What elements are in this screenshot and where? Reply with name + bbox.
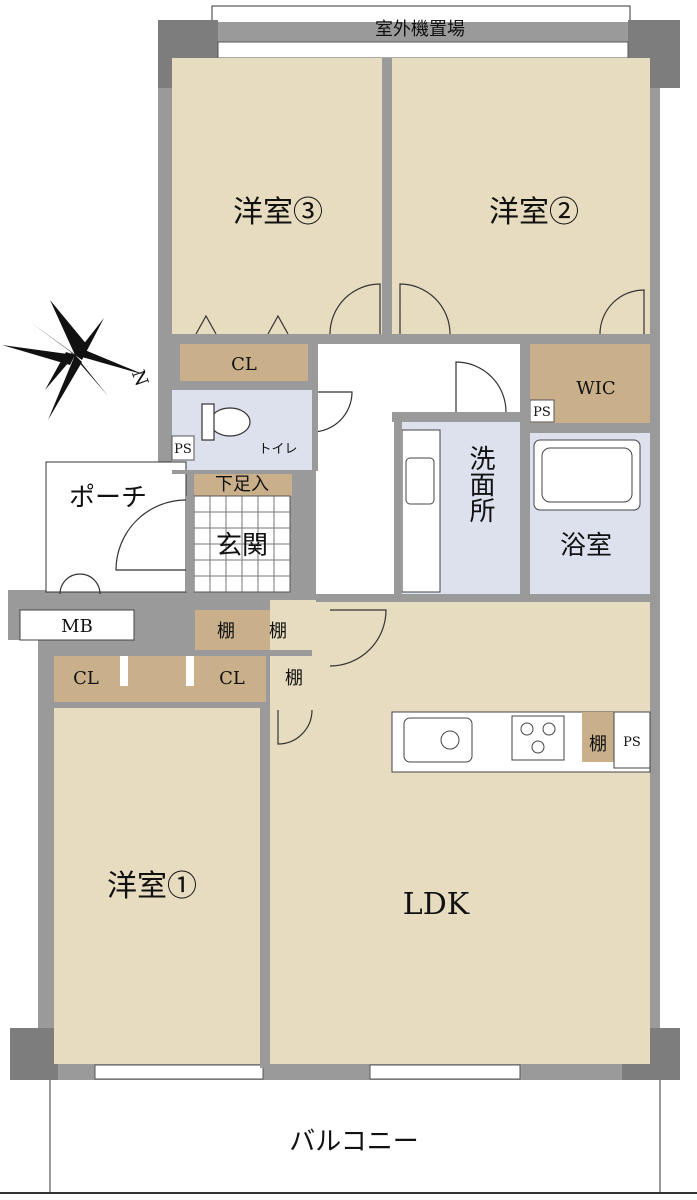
interior-walls (48, 58, 650, 1068)
window-bottom-right (369, 1064, 521, 1080)
ldk-label: LDK (403, 887, 470, 922)
room3-label: 洋室③ (233, 195, 323, 230)
kitchen-shelf (582, 712, 614, 762)
shelf-label-1: 棚 (217, 621, 235, 642)
door-swings (59, 283, 645, 745)
closet-room3 (180, 343, 308, 381)
porch (45, 461, 187, 593)
mb-label: MB (61, 616, 93, 637)
balcony-label: バルコニー (289, 1127, 418, 1157)
ps-toilet (171, 435, 195, 461)
cl-room3-label: CL (231, 354, 257, 375)
vanity (401, 429, 441, 593)
kitchen-shelf-label: 棚 (589, 734, 607, 755)
shelf-label-3: 棚 (285, 668, 303, 689)
shelf-label-2: 棚 (269, 621, 287, 642)
shoe-cabinet (194, 472, 292, 496)
window-top (217, 41, 629, 59)
entrance-grid (194, 496, 290, 592)
ps-kitchen-label: PS (623, 735, 641, 750)
washroom-label: 洗面所 (465, 445, 495, 523)
column-bottom-left (10, 1028, 58, 1080)
room-3 (172, 58, 382, 334)
wic-label: WIC (576, 378, 615, 399)
room2-label: 洋室② (489, 195, 579, 230)
entrance-label: 玄関 (216, 531, 268, 561)
window-bottom-left (94, 1064, 264, 1080)
ps-wic-label: PS (533, 405, 551, 420)
room-2 (392, 58, 650, 334)
shoe-cabinet-label: 下足入 (215, 474, 269, 495)
bath-label: 浴室 (560, 531, 612, 561)
ps-kitchen (613, 711, 651, 769)
room1-label: 洋室① (107, 869, 197, 904)
meter-box (19, 609, 135, 641)
cl-room1-right-label: CL (219, 668, 245, 689)
toilet-bowl-icon (209, 407, 251, 437)
porch-label: ポーチ (69, 483, 147, 513)
ldk (270, 600, 650, 1064)
north-compass-icon (2, 300, 145, 420)
cl-room1-left-label: CL (73, 668, 99, 689)
toilet-tank-icon (201, 403, 215, 441)
balcony (50, 1080, 660, 1200)
north-label: N (127, 367, 152, 389)
ps-toilet-label: PS (174, 442, 192, 457)
closets-room1 (54, 656, 266, 702)
kitchen-sink-icon (403, 717, 473, 763)
toilet-label: トイレ (258, 442, 297, 457)
room-1 (54, 708, 260, 1064)
wash-basin-icon (405, 457, 435, 505)
outdoor-unit-label: 室外機置場 (375, 19, 465, 40)
